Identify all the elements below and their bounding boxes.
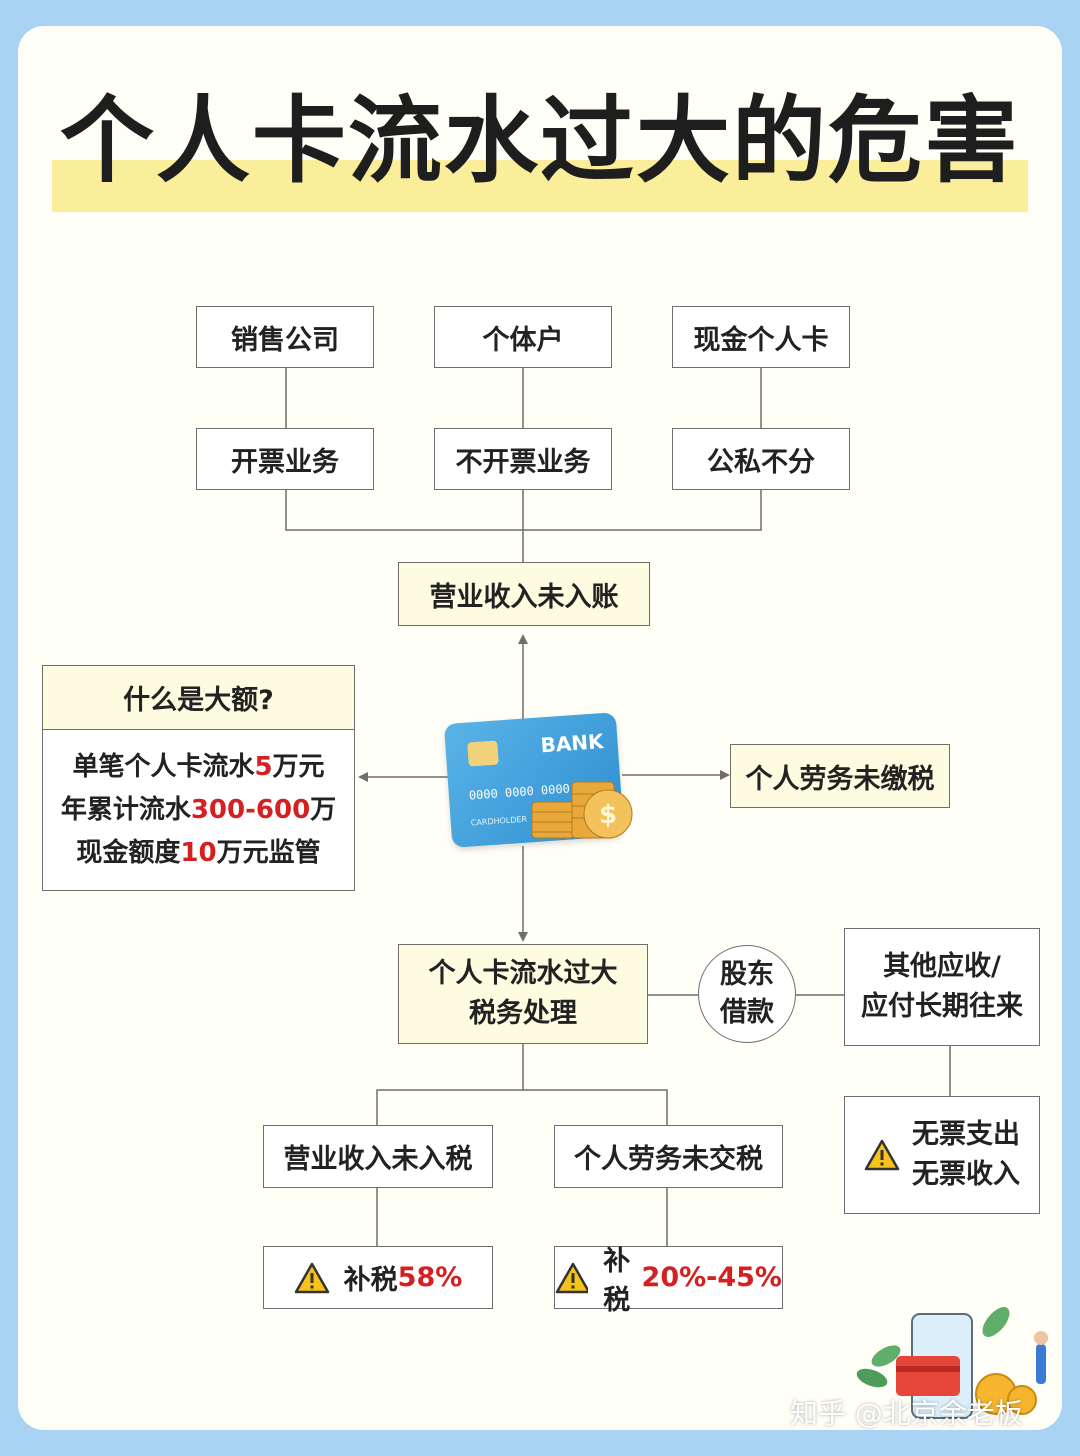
box-tax-20-45: 补税 20%-45% [554, 1246, 783, 1316]
page-title: 个人卡流水过大的危害 [59, 87, 1020, 196]
warning-icon [555, 1262, 589, 1293]
large-amount-header: 什么是大额? [42, 665, 355, 729]
circle-shareholder-loan: 股东 借款 [698, 945, 796, 1043]
circle-line-1: 股东 [720, 959, 774, 990]
large-amount-body: 单笔个人卡流水5万元 年累计流水300-600万 现金额度10万元监管 [42, 729, 355, 891]
warning-icon [864, 1139, 900, 1171]
no-invoice-text: 无票支出 无票收入 [912, 1115, 1020, 1195]
tax-handling-line-2: 税务处理 [469, 998, 577, 1029]
tax-left-value: 58% [397, 1262, 463, 1293]
box-uninvoiced-business: 不开票业务 [434, 428, 612, 490]
large-amount-line-3: 现金额度10万元监管 [76, 837, 321, 868]
card-chip [467, 740, 499, 767]
large-amount-line-1: 单笔个人卡流水5万元 [72, 751, 325, 782]
tax-handling-line-1: 个人卡流水过大 [428, 958, 618, 989]
receivables-line-2: 应付长期往来 [861, 991, 1023, 1022]
no-invoice-line-1: 无票支出 [912, 1119, 1020, 1150]
receivables-line-1: 其他应收/ [883, 951, 1001, 982]
tax-left-label: 补税 [343, 1265, 398, 1296]
tax-right-label: 补税 [603, 1245, 631, 1316]
warning-icon [294, 1262, 329, 1293]
tax-right-value: 20%-45% [641, 1262, 782, 1293]
box-individual-business: 个体户 [434, 306, 612, 368]
circle-line-2: 借款 [720, 997, 774, 1028]
box-service-untaxed: 个人劳务未交税 [554, 1125, 783, 1188]
title-highlight [52, 160, 1028, 212]
box-other-receivables: 其他应收/ 应付长期往来 [844, 928, 1040, 1046]
box-sales-company: 销售公司 [196, 306, 374, 368]
phone-illustration-icon [856, 1307, 1048, 1419]
large-amount-line-2: 年累计流水300-600万 [60, 794, 337, 825]
box-revenue-untaxed: 营业收入未入税 [263, 1125, 493, 1188]
box-invoiced-business: 开票业务 [196, 428, 374, 490]
box-mixed-accounts: 公私不分 [672, 428, 850, 490]
box-unrecorded-revenue: 营业收入未入账 [398, 562, 650, 626]
coin-stack-icon: $ [531, 781, 633, 839]
box-personal-service-untaxed: 个人劳务未缴税 [730, 744, 950, 808]
box-tax-handling: 个人卡流水过大 税务处理 [398, 944, 648, 1044]
card-holder: CARDHOLDER [470, 814, 528, 828]
coin-symbol: $ [599, 800, 617, 830]
watermark: 知乎 @北京余老板 [790, 1397, 1023, 1430]
box-no-invoice: 无票支出 无票收入 [844, 1096, 1040, 1214]
no-invoice-line-2: 无票收入 [912, 1159, 1020, 1190]
box-cash-personal-card: 现金个人卡 [672, 306, 850, 368]
card-brand: BANK [539, 729, 605, 758]
